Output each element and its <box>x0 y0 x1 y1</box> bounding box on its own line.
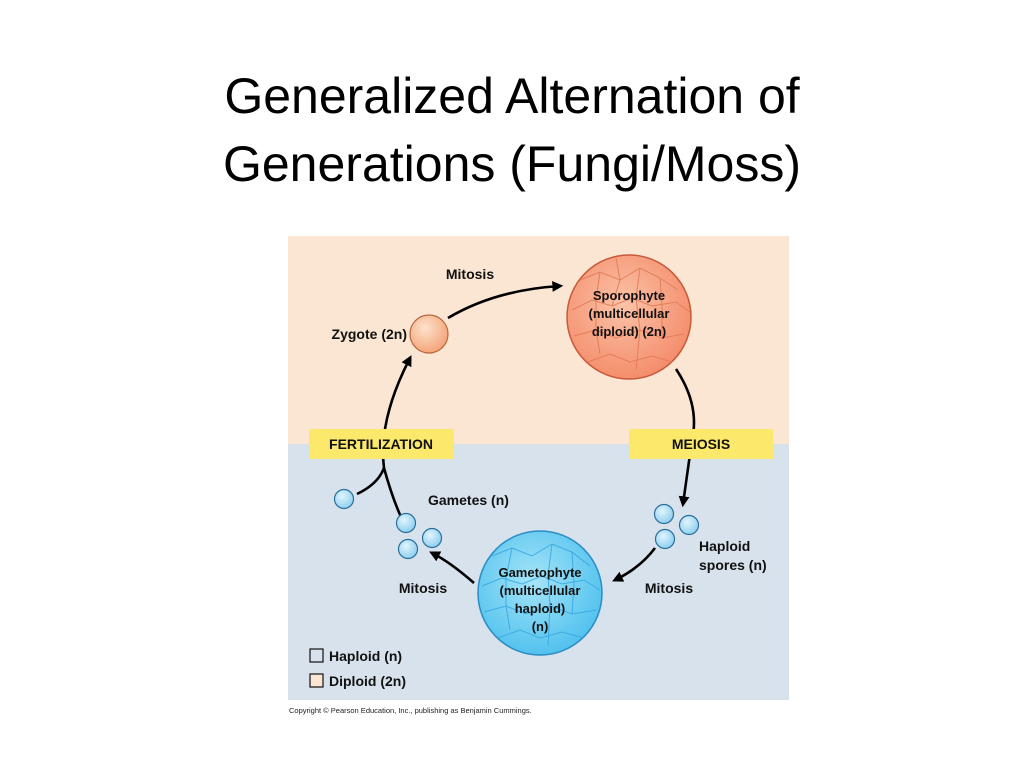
mitosis-label-right: Mitosis <box>645 580 693 596</box>
mitosis-label-top: Mitosis <box>446 266 494 282</box>
legend-haploid-label: Haploid (n) <box>329 648 402 664</box>
legend-haploid-swatch <box>309 648 324 663</box>
gametophyte-label-4: (n) <box>532 619 549 634</box>
sporophyte-label-2: (multicellular <box>589 306 670 321</box>
fertilization-label: FERTILIZATION <box>329 436 433 452</box>
gametophyte-label-3: haploid) <box>515 601 566 616</box>
legend-diploid-swatch <box>309 673 324 688</box>
title-line-1: Generalized Alternation of <box>224 68 800 124</box>
diploid-region <box>288 236 789 444</box>
slide-title: Generalized Alternation of Generations (… <box>0 62 1024 198</box>
mitosis-label-left: Mitosis <box>399 580 447 596</box>
fertilization-arrow-gamete-2 <box>356 467 386 496</box>
fertilization-label-box <box>309 429 454 459</box>
gametes-label: Gametes (n) <box>428 492 509 508</box>
gametes <box>333 488 443 560</box>
zygote-label: Zygote (2n) <box>332 326 407 342</box>
title-line-2: Generations (Fungi/Moss) <box>222 136 801 192</box>
legend-diploid-label: Diploid (2n) <box>329 673 406 689</box>
sporophyte-label-1: Sporophyte <box>593 288 665 303</box>
gametophyte-label-1: Gametophyte <box>498 565 581 580</box>
gametophyte-label-2: (multicellular <box>500 583 581 598</box>
mitosis-arrow-left <box>429 551 475 584</box>
sporophyte-cell <box>566 254 692 380</box>
copyright-notice: Copyright © Pearson Education, Inc., pub… <box>289 706 532 715</box>
haploid-spores <box>653 503 700 550</box>
mitosis-arrow-right <box>612 547 657 582</box>
haploid-spores-label-1: Haploid <box>699 538 750 554</box>
haploid-spores-label-2: spores (n) <box>699 557 767 573</box>
meiosis-label-box <box>629 429 773 459</box>
zygote-cell <box>409 314 449 354</box>
sporophyte-label-3: diploid) (2n) <box>592 324 666 339</box>
fertilization-arrow-gamete <box>382 467 403 518</box>
gametophyte-cell <box>477 530 603 656</box>
meiosis-label: MEIOSIS <box>672 436 730 452</box>
mitosis-arrow-top <box>447 281 564 320</box>
